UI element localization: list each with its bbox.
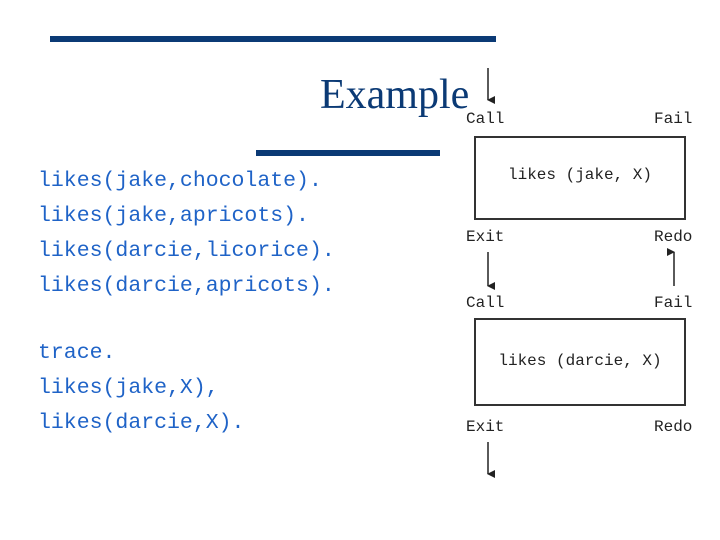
box2-goal-box: likes (darcie, X) bbox=[474, 318, 686, 406]
box2-goal-label: likes (darcie, X) bbox=[498, 352, 662, 370]
query-block: trace. likes(jake,X), likes(darcie,X). bbox=[38, 336, 244, 441]
box2-call-label: Call bbox=[466, 294, 505, 312]
box1-goal-box: likes (jake, X) bbox=[474, 136, 686, 220]
query-line: likes(darcie,X). bbox=[38, 411, 245, 435]
box1-redo-label: Redo bbox=[654, 228, 693, 246]
query-line: trace. bbox=[38, 341, 116, 365]
slide-title: Example bbox=[320, 72, 470, 118]
fact-line: likes(jake,apricots). bbox=[38, 204, 309, 228]
query-line: likes(jake,X), bbox=[38, 376, 219, 400]
box1-call-label: Call bbox=[466, 110, 505, 128]
fact-line: likes(jake,chocolate). bbox=[38, 169, 322, 193]
box1-goal-label: likes (jake, X) bbox=[507, 166, 653, 184]
box1-fail-label: Fail bbox=[654, 110, 693, 128]
fact-line: likes(darcie,apricots). bbox=[38, 274, 335, 298]
title-underline-rule bbox=[256, 150, 440, 156]
box2-fail-label: Fail bbox=[654, 294, 693, 312]
box1-exit-label: Exit bbox=[466, 228, 505, 246]
box2-redo-label: Redo bbox=[654, 418, 693, 436]
fact-line: likes(darcie,licorice). bbox=[38, 239, 335, 263]
top-rule bbox=[50, 36, 496, 42]
box2-exit-label: Exit bbox=[466, 418, 505, 436]
facts-block: likes(jake,chocolate). likes(jake,aprico… bbox=[38, 164, 335, 304]
